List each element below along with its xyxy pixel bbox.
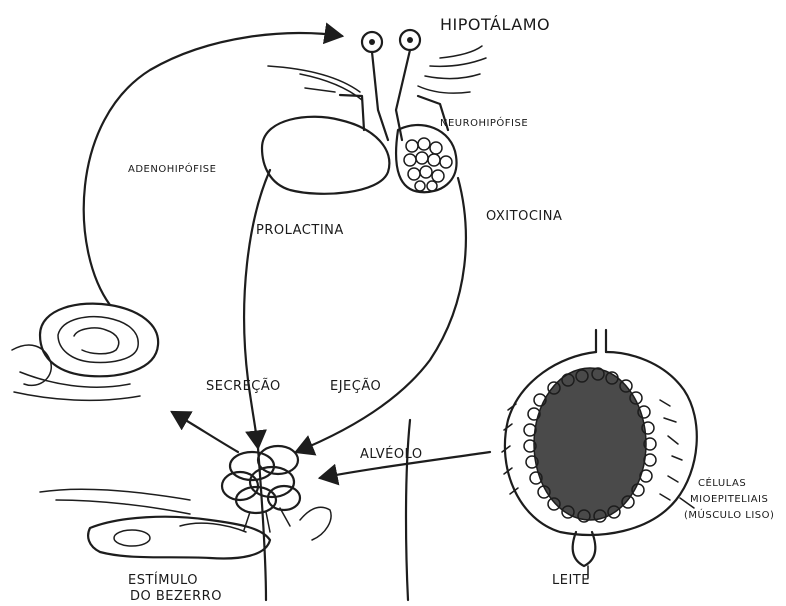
label-prolactina: PROLACTINA xyxy=(256,223,344,238)
calf-head xyxy=(40,489,331,558)
spinal-cord-drawing xyxy=(12,304,158,401)
label-ocitocina: OXITOCINA xyxy=(486,209,562,224)
label-celulas-2: MIOEPITELIAIS xyxy=(690,494,768,505)
label-alveolo: ALVÉOLO xyxy=(360,446,423,462)
label-hipotalamo: HIPOTÁLAMO xyxy=(440,15,550,34)
label-celulas-3: (MÚSCULO LISO) xyxy=(684,508,774,521)
label-ejecao: EJEÇÃO xyxy=(330,378,381,394)
adenohypophysis xyxy=(262,117,389,194)
label-secrecao: SECREÇÃO xyxy=(206,378,281,394)
arrow-spine-to-udder xyxy=(172,412,238,452)
label-celulas-1: CÉLULAS xyxy=(698,476,746,489)
label-estimulo-2: DO BEZERRO xyxy=(130,589,222,604)
label-adenohipofise: ADENOHIPÓFISE xyxy=(128,162,216,175)
label-leite: LEITE xyxy=(552,573,590,588)
label-estimulo-1: ESTÍMULO xyxy=(128,572,198,588)
neurohypophysis xyxy=(396,125,456,192)
label-neurohipofise: NEUROHIPÓFISE xyxy=(440,116,528,129)
alveolus-detail xyxy=(502,330,697,578)
hypothalamus-neurons xyxy=(362,30,420,140)
